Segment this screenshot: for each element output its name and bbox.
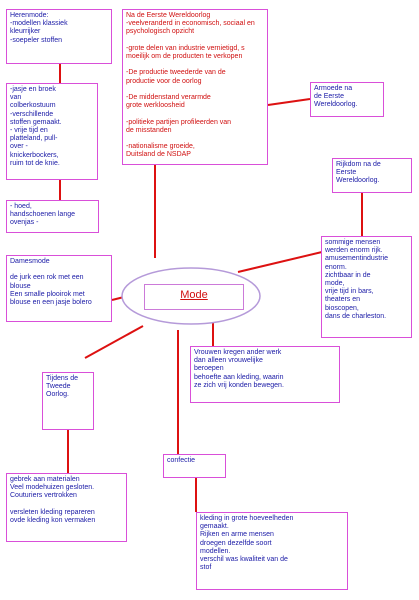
node-armoede: Armoede na de Eerste Wereldoorlog. <box>310 82 384 117</box>
line-center-tweede <box>84 325 144 359</box>
node-rijke-mensen: sommige mensen werden enorm rijk. amusem… <box>321 236 412 338</box>
node-kleding: kleding in grote hoeveelheden gemaakt. R… <box>196 512 348 590</box>
node-hoed: - hoed, handschoenen lange ovenjas - <box>6 200 99 233</box>
node-confectie: confectie <box>163 454 226 478</box>
center-topic-title: Mode <box>180 289 208 301</box>
node-gebrek: gebrek aan materialen Veel modehuizen ge… <box>6 473 127 542</box>
line-center-rijk <box>237 251 323 273</box>
center-topic-box: Mode <box>144 284 244 310</box>
node-na-eerste-wereldoorlog: Na de Eerste Wereldoorlog -veelveranderd… <box>122 9 268 165</box>
node-rijkdom: Rijkdom na de Eerste Wereldoorlog. <box>332 158 412 193</box>
node-tweede-oorlog: Tijdens de Tweede Oorlog. <box>42 372 94 430</box>
line-eerste-armoede <box>267 98 311 106</box>
node-herenmode: Herenmode: -modellen klassiek kleurrijke… <box>6 9 112 64</box>
node-vrouwen: Vrouwen kregen ander werk dan alleen vro… <box>190 346 340 403</box>
node-jasje-broek: -jasje en broek van colberkostuum -versc… <box>6 83 98 180</box>
node-damesmode: Damesmode de jurk een rok met een blouse… <box>6 255 112 322</box>
